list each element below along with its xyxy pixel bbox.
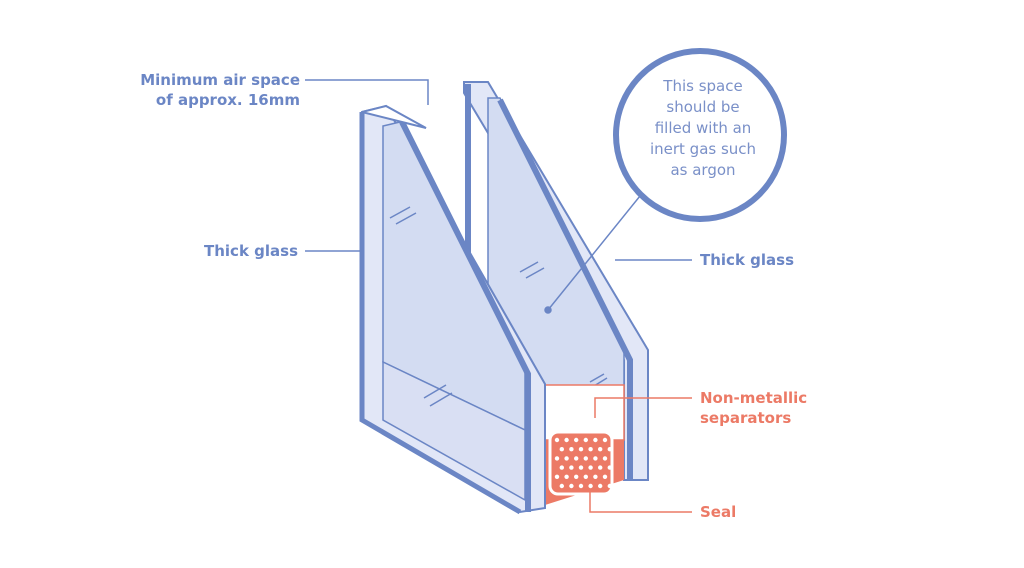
separator-hole (583, 437, 588, 443)
separator-hole (578, 465, 584, 470)
separator-hole (593, 456, 598, 461)
gas-callout-point (544, 306, 552, 314)
callout-line5: as argon (670, 161, 736, 179)
gas-callout-leader (547, 195, 641, 311)
separator-hole (569, 465, 574, 470)
separators-label-line2: separators (700, 409, 792, 427)
front-glass-pane (359, 104, 546, 515)
separator-hole (559, 465, 564, 470)
separator-hole (598, 447, 603, 452)
separator-hole (554, 456, 560, 461)
leader-lines (305, 79, 692, 314)
separator-hole (554, 474, 560, 479)
separator-hole (583, 456, 588, 461)
separator-hole (588, 465, 593, 470)
separator-hole (564, 456, 569, 461)
separator-hole (607, 447, 612, 452)
callout-line4: inert gas such (649, 140, 757, 158)
separator-hole (598, 465, 603, 470)
separator-hole (574, 456, 579, 461)
air-space-label: Minimum air space of approx. 16mm (100, 70, 300, 110)
separators-label-line1: Non-metallic (700, 389, 808, 407)
separator-hole (602, 437, 608, 443)
separator-hole (588, 447, 593, 452)
air-space-label-line2: of approx. 16mm (155, 91, 300, 109)
front-pane-cap (361, 104, 427, 129)
separator-hole (574, 474, 579, 479)
air-space-leader (305, 79, 429, 105)
separator-hole (598, 483, 603, 489)
separator-hole (607, 465, 612, 470)
callout-line1: This space (663, 77, 743, 95)
front-pane-top-edge (359, 112, 522, 515)
thick-glass-left-label: Thick glass (204, 242, 298, 260)
front-pane-slant-edge (399, 120, 531, 512)
separator-hole (569, 483, 574, 489)
seal-label: Seal (700, 503, 737, 521)
separator-hole (574, 437, 579, 443)
separator-hole (602, 456, 608, 461)
separator-hole (554, 437, 560, 443)
separator-hole (578, 447, 584, 452)
callout-line3: filled with an (654, 119, 752, 137)
separator-hole (569, 447, 574, 452)
separator-leader (594, 397, 692, 418)
separator-hole (588, 483, 593, 489)
separator-hole (564, 437, 569, 443)
seal-leader-lines (589, 397, 692, 513)
separator-hole (607, 483, 612, 489)
separator-hole (593, 474, 598, 479)
separator-holes (554, 437, 612, 489)
thick-glass-right-label: Thick glass (700, 251, 794, 269)
separator-hole (593, 437, 598, 443)
separator-hole (583, 474, 588, 479)
gas-callout-text: This space should be filled with an iner… (630, 76, 776, 181)
separators-label: Non-metallic separators (700, 388, 807, 428)
seal-leader (589, 490, 692, 513)
separator-hole (602, 474, 608, 479)
separator-hole (559, 483, 564, 489)
callout-line2: should be (666, 98, 740, 116)
separator-hole (559, 447, 564, 452)
separator-hole (564, 474, 569, 479)
gas-callout-circle (613, 48, 787, 222)
air-space-label-line1: Minimum air space (140, 71, 300, 89)
back-pane-slant-edge (497, 98, 633, 480)
separator-hole (578, 483, 584, 489)
